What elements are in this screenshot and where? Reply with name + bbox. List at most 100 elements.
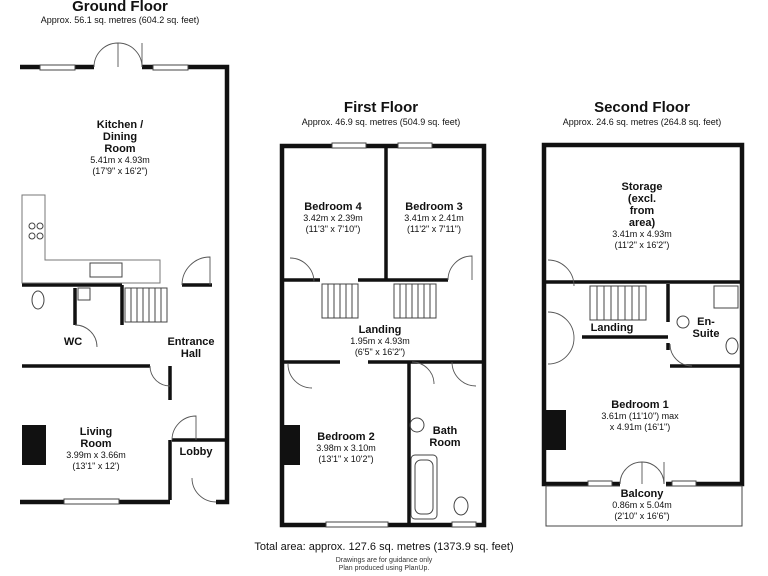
kitchen-door-swing (181, 256, 211, 286)
living-dim-imperial: (13'1" x 12') (72, 461, 119, 471)
living-chimney-breast (22, 425, 46, 465)
living-dim-metric: 3.99m x 3.66m (66, 450, 126, 460)
kitchen-worktop (21, 194, 161, 284)
wc-label: WC (64, 336, 82, 348)
storage-dim-imperial: (11'2" x 16'2") (615, 240, 670, 250)
first-landing-dim-metric: 1.95m x 4.93m (350, 336, 410, 346)
hob-ring-4 (36, 232, 44, 240)
total-area: Total area: approx. 127.6 sq. metres (13… (254, 541, 514, 553)
hob-ring-2 (36, 222, 44, 230)
kitchen-dim-imperial: (17'9" x 16'2") (92, 166, 147, 176)
ground-stairs (124, 287, 168, 323)
first-floor-area: Approx. 46.9 sq. metres (504.9 sq. feet) (302, 117, 461, 127)
bed1-window-left (587, 480, 613, 487)
storage-dim-metric: 3.41m x 4.93m (612, 229, 672, 239)
kitchen-label-3: Room (104, 143, 135, 155)
bed3-dim-imperial: (11'2" x 7'11") (407, 224, 461, 234)
bed2-chimney-breast (284, 425, 300, 465)
first-stairs (321, 283, 437, 319)
kitchen-french-door-left (93, 42, 119, 68)
bath-tub-inner (414, 459, 434, 515)
living-window (63, 498, 120, 505)
bed2-door-swing (287, 363, 313, 389)
bath-basin (409, 417, 425, 433)
second-floor-plan: Second Floor Approx. 24.6 sq. metres (26… (541, 99, 745, 527)
lobby-door-swing (171, 415, 197, 441)
bed1-window-right (671, 480, 697, 487)
kitchen-window-right (152, 64, 189, 71)
ground-floor-plan: Ground Floor Approx. 56.1 sq. metres (60… (20, 0, 230, 505)
living-label-2: Room (80, 438, 111, 450)
wc-toilet (31, 290, 45, 310)
wc-door-swing (74, 324, 98, 348)
ensuite-door-swing (669, 343, 693, 367)
bed3-door-swing (447, 255, 473, 281)
bed2-dim-imperial: (13'1" x 10'2") (318, 454, 373, 464)
kitchen-window-left (39, 64, 76, 71)
wc-basin (77, 287, 91, 301)
bed4-label: Bedroom 4 (304, 201, 362, 213)
front-door-swing (191, 477, 217, 503)
bed1-dim-line-1: 3.61m (11'10") max (601, 411, 679, 421)
hob-ring-1 (28, 222, 36, 230)
storage-label-1: Storage (622, 181, 663, 193)
bed4-door-swing (289, 257, 315, 283)
bed3-dim-metric: 3.41m x 2.41m (404, 213, 464, 223)
living-label-1: Living (80, 426, 112, 438)
second-floor-area: Approx. 24.6 sq. metres (264.8 sq. feet) (563, 117, 722, 127)
bed2-dim-metric: 3.98m x 3.10m (316, 443, 376, 453)
bed3-label: Bedroom 3 (405, 201, 462, 213)
planup-credit: Plan produced using PlanUp. (338, 565, 430, 572)
storage-label-4: area) (629, 217, 656, 229)
storage-door-swing (547, 259, 575, 287)
bath-label-1: Bath (433, 425, 458, 437)
ensuite-basin (676, 315, 690, 329)
second-outer-wall (541, 142, 745, 487)
bath-window (451, 521, 477, 528)
bed3-window (397, 142, 433, 149)
bed2-window (325, 521, 389, 528)
second-stairs (589, 285, 647, 321)
balcony-dim-imperial: (2'10" x 16'6") (614, 511, 669, 521)
ground-floor-title: Ground Floor (72, 0, 168, 15)
hob-ring-3 (28, 232, 36, 240)
bed4-dim-metric: 3.42m x 2.39m (303, 213, 363, 223)
first-floor-plan: First Floor Approx. 46.9 sq. metres (504… (279, 99, 487, 528)
first-landing-dim-imperial: (6'5" x 16'2") (355, 347, 405, 357)
storage-label-2: (excl. (628, 193, 656, 205)
balcony-door-left (619, 461, 643, 485)
balcony-label: Balcony (621, 488, 665, 500)
living-door-swing (149, 365, 171, 387)
ensuite-shower (713, 285, 739, 309)
kitchen-french-door-right (117, 42, 143, 68)
kitchen-label-1: Kitchen / (97, 119, 143, 131)
bath-label-2: Room (429, 437, 460, 449)
bed1-label: Bedroom 1 (611, 399, 668, 411)
ensuite-toilet (725, 337, 739, 355)
second-floor-title: Second Floor (594, 99, 690, 116)
first-landing-label: Landing (359, 324, 402, 336)
bath-toilet (453, 496, 469, 516)
lobby-label: Lobby (180, 446, 214, 458)
kitchen-label-2: Dining (103, 131, 137, 143)
storage-label-3: from (630, 205, 655, 217)
kitchen-french-door-gap (94, 64, 142, 71)
kitchen-dim-metric: 5.41m x 4.93m (90, 155, 150, 165)
bed1-door-swing (547, 311, 575, 365)
entrance-label-2: Hall (181, 348, 201, 360)
kitchen-sink (89, 262, 123, 278)
entrance-label-1: Entrance (167, 336, 214, 348)
ensuite-label-1: En- (697, 316, 715, 328)
bed1-chimney-breast (544, 410, 566, 450)
ensuite-label-2: Suite (693, 328, 720, 340)
bed2-label: Bedroom 2 (317, 431, 374, 443)
bath-tub (410, 454, 438, 520)
balcony-dim-metric: 0.86m x 5.04m (612, 500, 672, 510)
guidance-note: Drawings are for guidance only (335, 557, 433, 564)
bed1-dim-line-2: x 4.91m (16'1") (610, 422, 670, 432)
balcony-door-gap (620, 480, 666, 487)
first-floor-title: First Floor (344, 99, 418, 116)
bath-door-swing (411, 361, 435, 385)
bed4-dim-imperial: (11'3" x 7'10") (306, 224, 361, 234)
